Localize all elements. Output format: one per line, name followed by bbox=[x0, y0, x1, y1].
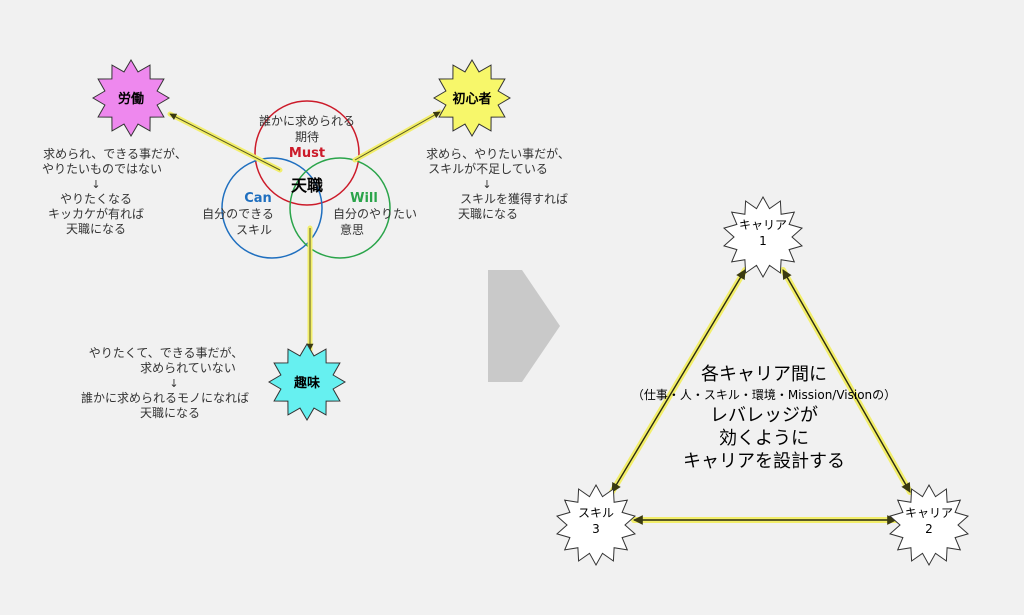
beginner-note-arrow: ↓ bbox=[482, 178, 491, 191]
hobby-note-arrow: ↓ bbox=[169, 377, 178, 390]
can-title: Can bbox=[244, 191, 272, 206]
will-desc-1: 自分のやりたい bbox=[333, 207, 417, 221]
beginner-note: 求めら、やりたい事だが、 スキルが不足している ↓ スキルを獲得すれば 天職にな… bbox=[426, 146, 570, 221]
career-2-number: 2 bbox=[925, 522, 933, 536]
hobby-note-line: 誰かに求められるモノになれば bbox=[81, 390, 249, 405]
will-circle bbox=[289, 157, 391, 259]
venn-center: 天職 bbox=[291, 176, 323, 195]
labor-note: 求められ、できる事だが、 やりたいものではない ↓ やりたくなる キッカケが有れ… bbox=[42, 146, 187, 236]
will-desc-2: 意思 bbox=[340, 222, 364, 237]
center-line-1: 各キャリア間に bbox=[701, 364, 827, 385]
career-1-shape bbox=[722, 195, 804, 279]
career-1-label: キャリア bbox=[739, 218, 787, 232]
center-line-5: キャリアを設計する bbox=[683, 451, 845, 472]
must-desc-2: 期待 bbox=[295, 130, 319, 144]
can-circle bbox=[221, 157, 323, 259]
beginner-label: 初心者 bbox=[452, 91, 491, 107]
labor-note-arrow: ↓ bbox=[91, 178, 100, 191]
hobby-star: 趣味 bbox=[268, 343, 346, 421]
hobby-star-shape bbox=[268, 343, 346, 421]
labor-star: 労働 bbox=[92, 59, 170, 137]
center-line-3: レバレッジが bbox=[710, 405, 818, 426]
beginner-star-shape bbox=[433, 59, 511, 137]
transition-arrow bbox=[488, 270, 560, 382]
labor-note-line: 求められ、できる事だが、 bbox=[43, 146, 187, 161]
career-triangle bbox=[609, 267, 913, 525]
arrow-to-beginner bbox=[354, 111, 441, 161]
skill-3-label: スキル bbox=[578, 506, 614, 520]
hobby-note-line: 天職になる bbox=[140, 406, 200, 420]
center-line-4: 効くように bbox=[719, 428, 809, 449]
skill-3-number: 3 bbox=[592, 522, 600, 536]
labor-label: 労働 bbox=[118, 91, 144, 107]
skill-3-shape bbox=[555, 483, 637, 567]
labor-note-line: 天職になる bbox=[66, 222, 126, 236]
labor-star-shape bbox=[92, 59, 170, 137]
must-desc-1: 誰かに求められる bbox=[259, 113, 355, 128]
labor-note-line: やりたいものではない bbox=[42, 162, 162, 176]
labor-note-line: キッカケが有れば bbox=[48, 206, 144, 221]
can-desc-1: 自分のできる bbox=[202, 207, 274, 221]
beginner-note-line: 求めら、やりたい事だが、 bbox=[426, 146, 570, 161]
skill-3-star: スキル 3 bbox=[555, 483, 637, 567]
hobby-note-line: 求められていない bbox=[140, 361, 236, 375]
arrow-to-labor bbox=[169, 113, 281, 171]
beginner-note-line: スキルが不足している bbox=[428, 161, 548, 176]
career-2-star: キャリア 2 bbox=[888, 483, 970, 567]
career-2-label: キャリア bbox=[905, 506, 953, 520]
career-1-number: 1 bbox=[759, 234, 767, 248]
venn-arrows bbox=[167, 109, 443, 353]
triangle-center-text: 各キャリア間に （仕事・人・スキル・環境・Mission/Visionの） レバ… bbox=[632, 364, 896, 472]
beginner-note-line: 天職になる bbox=[458, 207, 518, 221]
edge-c1-c3 bbox=[611, 269, 746, 493]
venn-diagram: 誰かに求められる 期待 Must 天職 Can 自分のできる スキル Will … bbox=[202, 100, 417, 259]
can-desc-2: スキル bbox=[236, 223, 272, 237]
center-line-2: （仕事・人・スキル・環境・Mission/Visionの） bbox=[632, 387, 896, 402]
must-title: Must bbox=[289, 146, 325, 161]
career-2-shape bbox=[888, 483, 970, 567]
hobby-note: やりたくて、できる事だが、 求められていない ↓ 誰かに求められるモノになれば … bbox=[81, 345, 249, 420]
beginner-note-line: スキルを獲得すれば bbox=[460, 191, 568, 206]
must-circle bbox=[254, 100, 360, 206]
beginner-star: 初心者 bbox=[433, 59, 511, 137]
labor-note-line: やりたくなる bbox=[60, 192, 132, 206]
edge-c1-c2 bbox=[782, 269, 911, 493]
will-title: Will bbox=[350, 191, 378, 206]
career-1-star: キャリア 1 bbox=[722, 195, 804, 279]
hobby-label: 趣味 bbox=[293, 375, 320, 391]
hobby-note-line: やりたくて、できる事だが、 bbox=[89, 345, 244, 360]
